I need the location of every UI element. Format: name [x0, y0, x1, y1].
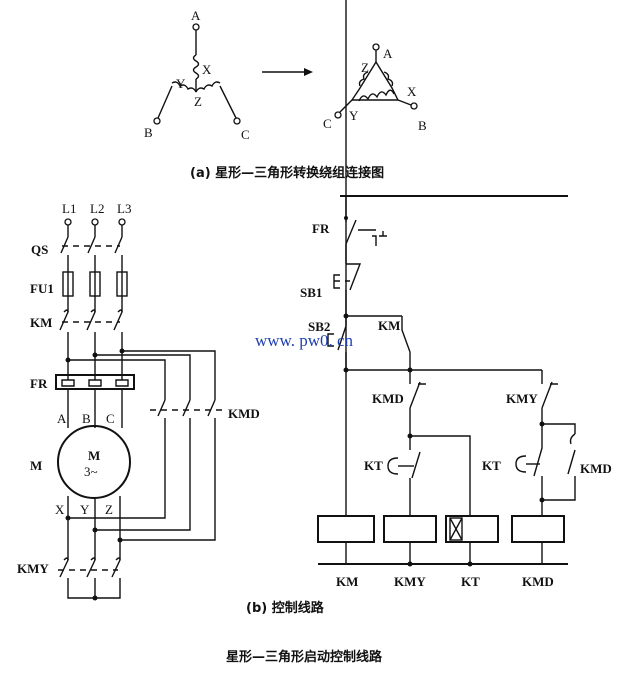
label-coil-km: KM [336, 574, 358, 589]
coil-km [317, 515, 375, 543]
delta-coil-bottom [358, 89, 395, 102]
qs-blade-3 [114, 236, 123, 254]
label-coil-kmy: KMY [394, 574, 426, 589]
sb1-button [346, 263, 362, 291]
km-contact-1 [59, 309, 69, 331]
terminal-l1 [64, 218, 72, 226]
fr-nc-contact [345, 218, 357, 245]
wye-diagram: A X Y Z B C [144, 8, 250, 142]
label-l1: L1 [62, 201, 76, 216]
label-fu1: FU1 [30, 281, 54, 296]
km-aux-contact [401, 316, 411, 353]
delta-label-y: Y [349, 108, 359, 123]
label-terminal-a: A [57, 411, 67, 426]
label-km-main: KM [30, 315, 52, 330]
label-kmd-main: KMD [228, 406, 260, 421]
delta-label-c: C [323, 116, 332, 131]
label-fr-ctrl: FR [312, 221, 330, 236]
motor-m: M [88, 448, 100, 463]
km-contact-2 [86, 309, 96, 331]
km-contact-3 [113, 309, 123, 331]
wye-terminal-c [233, 117, 241, 125]
transform-arrow-head [304, 68, 313, 76]
kmd-contact-1 [157, 399, 166, 417]
wye-label-b: B [144, 125, 153, 140]
wye-winding-ax [192, 54, 200, 80]
wye-label-a: A [191, 8, 201, 23]
wye-label-x: X [202, 62, 212, 77]
label-fr-main: FR [30, 376, 48, 391]
label-kt-left: KT [364, 458, 383, 473]
label-terminal-c: C [106, 411, 115, 426]
label-kmy-nc: KMY [506, 391, 538, 406]
kmy-contact-2 [86, 557, 96, 578]
qs-blade-1 [60, 236, 69, 254]
qs-blade-2 [87, 236, 96, 254]
kt-right-contact [533, 424, 543, 477]
caption-b: (b) 控制线路 [246, 600, 325, 616]
delta-label-b: B [418, 118, 427, 133]
label-sb1: SB1 [300, 285, 322, 300]
delta-coil-right [383, 71, 394, 87]
wye-terminal-b [153, 117, 161, 125]
label-kt-right: KT [482, 458, 501, 473]
kmy-nc-contact [541, 381, 558, 409]
wye-label-c: C [241, 127, 250, 142]
main-circuit: L1 L2 L3 QS FU1 KM [17, 201, 260, 601]
wye-label-y: Y [176, 76, 186, 91]
delta-terminal-c [334, 111, 342, 119]
kmy-contact-3 [111, 557, 121, 578]
label-terminal-x: X [55, 502, 65, 517]
terminal-l3 [118, 218, 126, 226]
label-kmd-nc: KMD [372, 391, 404, 406]
label-terminal-b: B [82, 411, 91, 426]
kmy-contact-1 [59, 557, 69, 578]
wye-terminal-a [192, 23, 200, 31]
delta-terminal-b [410, 102, 418, 110]
delta-coil-left [358, 71, 369, 87]
motor-symbol [57, 425, 131, 499]
kmd-aux-contact [567, 433, 576, 475]
wye-winding-cz [195, 81, 221, 93]
kt-left-contact [409, 436, 421, 479]
coil-kmy [383, 515, 437, 543]
label-coil-kt: KT [461, 574, 480, 589]
kmd-contact-2 [182, 399, 191, 417]
wye-label-z: Z [194, 94, 202, 109]
label-l3: L3 [117, 201, 131, 216]
delta-label-x: X [407, 84, 417, 99]
wye-winding-by [171, 81, 197, 93]
label-coil-kmd: KMD [522, 574, 554, 589]
label-motor: M [30, 458, 42, 473]
kmd-contact-3 [207, 399, 216, 417]
figure-title: 星形—三角形启动控制线路 [226, 649, 383, 665]
watermark-text: www. pw0. cn [255, 331, 354, 350]
label-kmy-main: KMY [17, 561, 49, 576]
delta-terminal-a [372, 43, 380, 51]
label-l2: L2 [90, 201, 104, 216]
delta-label-a: A [383, 46, 393, 61]
delta-diagram: A Z X Y C B [323, 43, 427, 133]
kmd-nc-contact [409, 370, 426, 409]
fr-thermal-mark [358, 229, 387, 246]
label-kmd-aux: KMD [580, 461, 612, 476]
label-km-aux: KM [378, 318, 400, 333]
label-sb2: SB2 [308, 319, 330, 334]
label-qs: QS [31, 242, 48, 257]
caption-a: (a) 星形—三角形转换绕组连接图 [190, 165, 384, 181]
control-circuit: FR SB1 SB2 KM KMD KMY [300, 0, 612, 589]
label-terminal-z: Z [105, 502, 113, 517]
label-terminal-y: Y [80, 502, 90, 517]
coil-kt [445, 515, 499, 543]
terminal-l2 [91, 218, 99, 226]
delta-label-z: Z [361, 60, 369, 75]
coil-kmd [511, 515, 565, 543]
motor-phase: 3~ [84, 464, 98, 479]
